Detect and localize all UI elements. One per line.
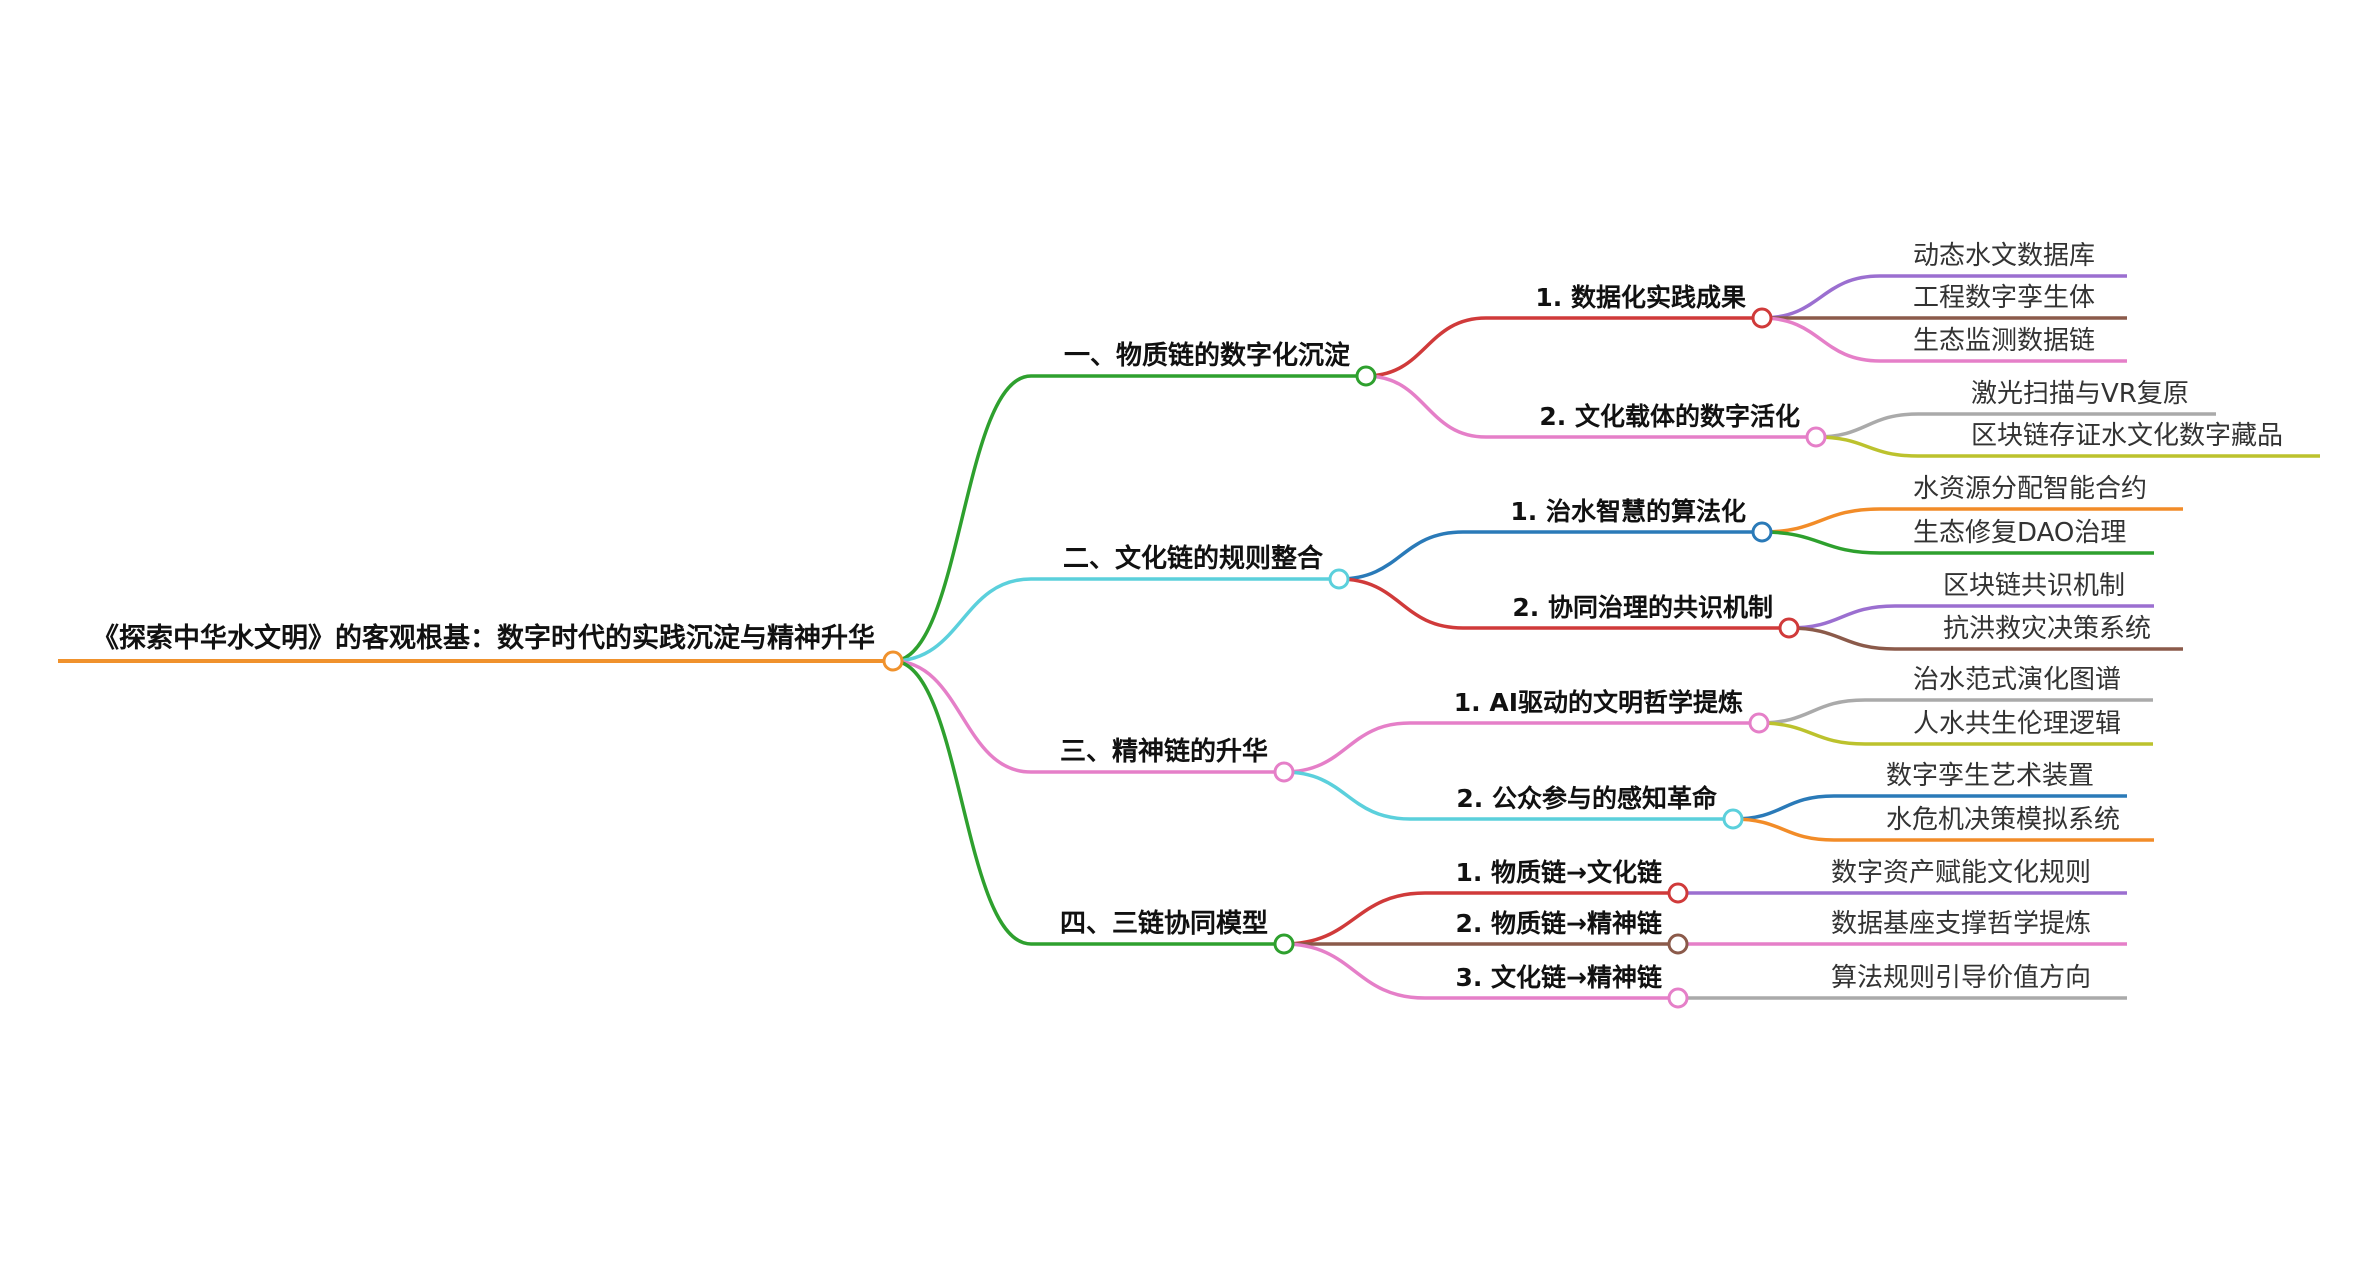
leaf-topic: 水危机决策模拟系统 [1886,805,2120,835]
branch-edge [892,577,1339,663]
leaf-topic: 区块链共识机制 [1943,571,2125,601]
subtopic-collapse-toggle[interactable] [1751,521,1773,543]
branch-edge [892,659,1284,774]
leaf-topic: 水资源分配智能合约 [1913,474,2147,504]
leaf-edge [1761,274,2127,320]
leaf-edge [1815,412,2216,439]
leaf-topic: 数据基座支撑哲学提炼 [1831,909,2091,939]
branch-topic: 二、文化链的规则整合 [1063,543,1324,574]
leaf-edge [1758,698,2153,725]
leaf-topic: 抗洪救灾决策系统 [1943,614,2151,644]
subtopic-collapse-toggle[interactable] [1667,882,1689,904]
branch-collapse-toggle[interactable] [1328,568,1350,590]
branch-collapse-toggle[interactable] [1273,761,1295,783]
leaf-topic: 数字孪生艺术装置 [1886,761,2094,791]
subtopic-collapse-toggle[interactable] [1667,987,1689,1009]
leaf-topic: 治水范式演化图谱 [1913,665,2121,695]
leaf-topic: 人水共生伦理逻辑 [1913,709,2121,739]
subtopic: 1. 治水智慧的算法化 [1510,497,1746,526]
branch-edge [892,659,1284,946]
leaf-topic: 区块链存证水文化数字藏品 [1971,421,2283,451]
subtopic: 2. 协同治理的共识机制 [1512,593,1773,622]
leaf-edge [1758,721,2153,746]
subtopic-edge [1283,891,1678,946]
branch-topic: 四、三链协同模型 [1060,908,1268,939]
branch-topic: 三、精神链的升华 [1060,736,1268,767]
root-topic: 《探索中华水文明》的客观根基：数字时代的实践沉淀与精神升华 [92,622,875,654]
subtopic-edge [1283,770,1733,821]
leaf-topic: 数字资产赋能文化规则 [1831,858,2091,888]
subtopic: 2. 公众参与的感知革命 [1456,784,1718,813]
subtopic-edge [1283,942,1678,1000]
subtopic-edge [1365,374,1816,439]
subtopic-collapse-toggle[interactable] [1667,933,1689,955]
leaf-edge [1761,316,2127,363]
subtopic: 1. 数据化实践成果 [1535,283,1746,312]
leaf-topic: 激光扫描与VR复原 [1971,379,2189,409]
leaf-edge [1761,530,2154,555]
subtopic: 3. 文化链→精神链 [1455,963,1662,992]
subtopic-edge [1338,530,1762,581]
branch-topic: 一、物质链的数字化沉淀 [1064,340,1351,371]
subtopic: 1. AI驱动的文明哲学提炼 [1454,688,1743,717]
branch-edge [892,374,1366,663]
subtopic: 2. 文化载体的数字活化 [1539,402,1800,431]
branch-collapse-toggle[interactable] [1273,933,1295,955]
subtopic-edge [1338,577,1789,630]
leaf-edge [1815,435,2320,458]
subtopic-collapse-toggle[interactable] [1751,307,1773,329]
branch-collapse-toggle[interactable] [1355,365,1377,387]
subtopic-collapse-toggle[interactable] [1805,426,1827,448]
root-collapse-toggle[interactable] [882,650,904,672]
leaf-edge [1788,604,2154,630]
leaf-topic: 生态监测数据链 [1913,326,2095,356]
leaf-topic: 动态水文数据库 [1913,241,2095,271]
leaf-edge [1732,817,2154,842]
subtopic-edge [1283,721,1759,774]
leaf-topic: 工程数字孪生体 [1913,283,2095,313]
leaf-topic: 生态修复DAO治理 [1913,518,2126,548]
leaf-edge [1788,626,2183,651]
leaf-edge [1732,794,2127,821]
subtopic-collapse-toggle[interactable] [1778,617,1800,639]
subtopic-collapse-toggle[interactable] [1722,808,1744,830]
subtopic: 2. 物质链→精神链 [1455,909,1662,938]
leaf-topic: 算法规则引导价值方向 [1831,963,2091,993]
leaf-edge [1761,507,2183,534]
subtopic: 1. 物质链→文化链 [1455,858,1662,887]
subtopic-collapse-toggle[interactable] [1748,712,1770,734]
subtopic-edge [1365,316,1762,378]
